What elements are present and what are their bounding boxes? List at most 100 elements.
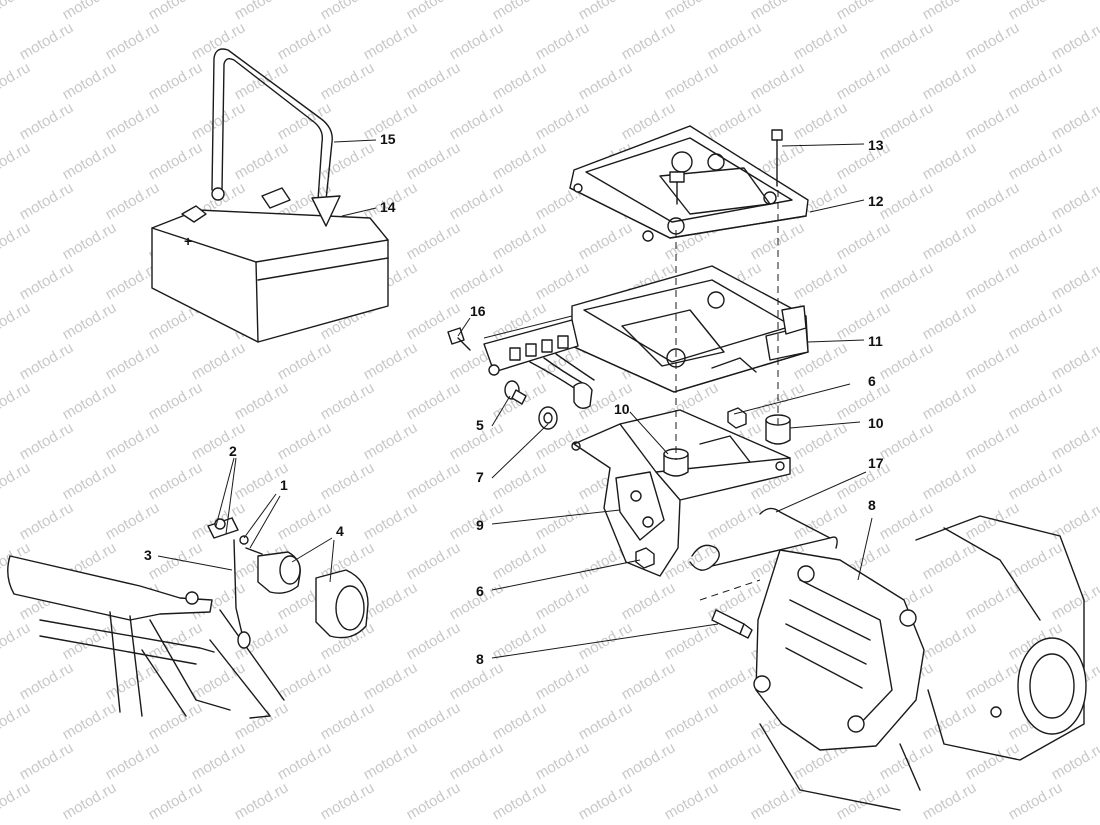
watermark-text: motod.ru bbox=[533, 499, 593, 543]
watermark-text: motod.ru bbox=[490, 139, 550, 183]
watermark-text: motod.ru bbox=[619, 19, 679, 63]
watermark-text: motod.ru bbox=[1049, 19, 1100, 63]
watermark-text: motod.ru bbox=[490, 539, 550, 583]
watermark-text: motod.ru bbox=[1049, 419, 1100, 463]
watermark-text: motod.ru bbox=[361, 659, 421, 703]
watermark-text: motod.ru bbox=[834, 139, 894, 183]
watermark-text: motod.ru bbox=[576, 0, 636, 23]
spacer-5 bbox=[504, 380, 527, 405]
callout-11: 11 bbox=[868, 333, 883, 349]
watermark-text: motod.ru bbox=[1049, 739, 1100, 783]
watermark-text: motod.ru bbox=[1006, 539, 1066, 583]
watermark-text: motod.ru bbox=[189, 19, 249, 63]
callout-10-left: 10 bbox=[614, 401, 630, 417]
watermark-text: motod.ru bbox=[0, 0, 33, 23]
watermark-text: motod.ru bbox=[146, 0, 206, 23]
watermark-text: motod.ru bbox=[533, 99, 593, 143]
watermark-text: motod.ru bbox=[877, 499, 937, 543]
watermark-text: motod.ru bbox=[490, 459, 550, 503]
watermark-text: motod.ru bbox=[103, 179, 163, 223]
watermark-text: motod.ru bbox=[1006, 0, 1066, 23]
cover-screw bbox=[669, 171, 685, 205]
watermark-text: motod.ru bbox=[963, 659, 1023, 703]
watermark-text: motod.ru bbox=[404, 539, 464, 583]
watermark-text: motod.ru bbox=[404, 219, 464, 263]
watermark-text: motod.ru bbox=[834, 779, 894, 823]
watermark-text: motod.ru bbox=[189, 99, 249, 143]
watermark-text: motod.ru bbox=[576, 219, 636, 263]
watermark-text: motod.ru bbox=[318, 699, 378, 743]
watermark-text: motod.ru bbox=[146, 699, 206, 743]
watermark-text: motod.ru bbox=[60, 699, 120, 743]
watermark-text: motod.ru bbox=[318, 379, 378, 423]
connector-block bbox=[483, 319, 595, 409]
watermark-text: motod.ru bbox=[963, 99, 1023, 143]
relay-bracket bbox=[207, 517, 251, 649]
callout-2: 2 bbox=[229, 443, 237, 459]
watermark-text: motod.ru bbox=[490, 59, 550, 103]
callout-9: 9 bbox=[476, 517, 484, 533]
frame-rails bbox=[7, 555, 285, 719]
watermark-text: motod.ru bbox=[447, 739, 507, 783]
watermark-text: motod.ru bbox=[17, 259, 77, 303]
watermark-text: motod.ru bbox=[103, 19, 163, 63]
watermark-text: motod.ru bbox=[963, 339, 1023, 383]
watermark-text: motod.ru bbox=[1049, 259, 1100, 303]
watermark-text: motod.ru bbox=[361, 739, 421, 783]
watermark-text: motod.ru bbox=[533, 739, 593, 783]
wire-clip bbox=[689, 507, 838, 571]
watermark-text: motod.ru bbox=[791, 99, 851, 143]
watermark-text: motod.ru bbox=[490, 699, 550, 743]
watermark-text: motod.ru bbox=[447, 19, 507, 63]
watermark-text: motod.ru bbox=[404, 619, 464, 663]
watermark-text: motod.ru bbox=[103, 99, 163, 143]
battery-tray bbox=[571, 265, 809, 393]
watermark-text: motod.ru bbox=[705, 19, 765, 63]
watermark-text: motod.ru bbox=[834, 219, 894, 263]
watermark-text: motod.ru bbox=[963, 19, 1023, 63]
watermark-text: motod.ru bbox=[576, 779, 636, 823]
watermark-text: motod.ru bbox=[920, 619, 980, 663]
watermark-text: motod.ru bbox=[232, 0, 292, 23]
watermark-text: motod.ru bbox=[17, 499, 77, 543]
callout-6-upper: 6 bbox=[868, 373, 876, 389]
watermark-text: motod.ru bbox=[877, 259, 937, 303]
watermark-text: motod.ru bbox=[662, 699, 722, 743]
mounting-bracket bbox=[571, 409, 791, 577]
watermark-text: motod.ru bbox=[920, 459, 980, 503]
callout-17: 17 bbox=[868, 455, 884, 471]
watermark-text: motod.ru bbox=[1049, 579, 1100, 623]
watermark-text: motod.ru bbox=[619, 659, 679, 703]
callout-8-upper: 8 bbox=[868, 497, 876, 513]
watermark-text: motod.ru bbox=[791, 259, 851, 303]
nut-upper bbox=[727, 407, 747, 429]
watermark-text: motod.ru bbox=[60, 299, 120, 343]
watermark-text: motod.ru bbox=[17, 659, 77, 703]
watermark-text: motod.ru bbox=[920, 699, 980, 743]
watermark-text: motod.ru bbox=[189, 659, 249, 703]
watermark-text: motod.ru bbox=[103, 499, 163, 543]
watermark-text: motod.ru bbox=[490, 0, 550, 23]
watermark-text: motod.ru bbox=[404, 0, 464, 23]
callout-10-right: 10 bbox=[868, 415, 884, 431]
watermark-text: motod.ru bbox=[146, 539, 206, 583]
watermark-text: motod.ru bbox=[404, 779, 464, 823]
watermark-text: motod.ru bbox=[619, 739, 679, 783]
watermark-text: motod.ru bbox=[361, 19, 421, 63]
watermark-text: motod.ru bbox=[232, 779, 292, 823]
watermark-text: motod.ru bbox=[275, 419, 335, 463]
watermark-text: motod.ru bbox=[533, 19, 593, 63]
watermark-text: motod.ru bbox=[146, 779, 206, 823]
watermark-text: motod.ru bbox=[404, 699, 464, 743]
spark-plug-left bbox=[711, 609, 753, 639]
watermark-text: motod.ru bbox=[877, 19, 937, 63]
watermark-text: motod.ru bbox=[963, 499, 1023, 543]
watermark-text: motod.ru bbox=[791, 19, 851, 63]
watermark-text: motod.ru bbox=[275, 19, 335, 63]
watermark-text: motod.ru bbox=[318, 779, 378, 823]
watermark-text: motod.ru bbox=[1049, 179, 1100, 223]
watermark-text: motod.ru bbox=[662, 59, 722, 103]
watermark-text: motod.ru bbox=[146, 459, 206, 503]
watermark-text: motod.ru bbox=[533, 579, 593, 623]
watermark-text: motod.ru bbox=[877, 739, 937, 783]
